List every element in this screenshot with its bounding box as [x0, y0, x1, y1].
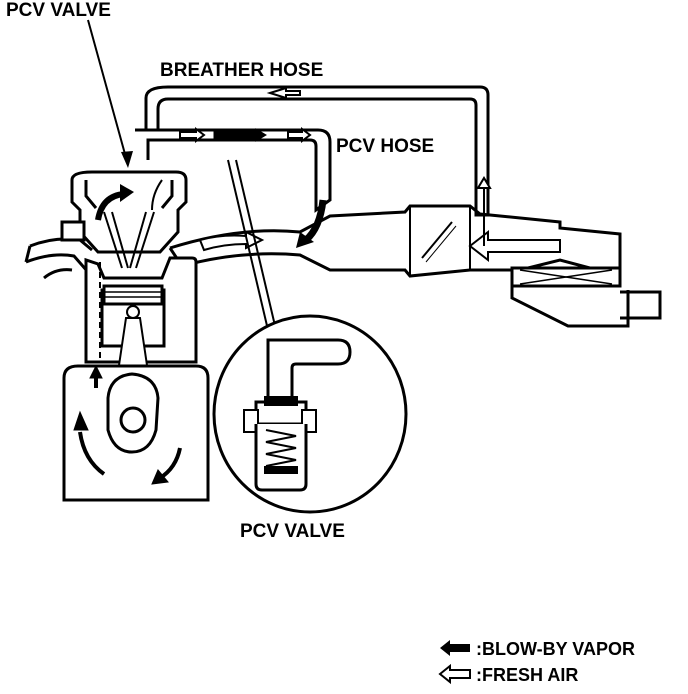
legend-fresh-air-text: :FRESH AIR [476, 665, 578, 685]
blow-by-legend-arrow [440, 640, 470, 656]
callout-line-a [227, 159, 269, 331]
crankcase [62, 364, 210, 502]
fresh-air-arrow-head [151, 179, 163, 211]
blow-by-arrowhead-head [120, 184, 134, 202]
legend-blow-by-text: :BLOW-BY VAPOR [476, 639, 635, 659]
label-pcv-hose: PCV HOSE [336, 136, 434, 157]
engine-block [84, 256, 198, 373]
fresh-air-arrows-intake [198, 176, 561, 263]
callout-line-b [235, 159, 277, 331]
legend-blow-by: :BLOW-BY VAPOR [440, 639, 635, 659]
label-pcv-valve-detail: PCV VALVE [240, 521, 345, 542]
exhaust-manifold [24, 220, 93, 280]
leader-line-pcv-valve [87, 19, 129, 166]
cylinder-head [70, 170, 188, 269]
pcv-hose [135, 127, 332, 213]
blow-by-arrowhead-intake [296, 232, 314, 248]
legend-fresh-air: :FRESH AIR [438, 663, 578, 685]
fresh-air-legend-arrow [438, 663, 471, 685]
air-intake-duct [510, 266, 662, 328]
blow-by-passage [85, 262, 101, 362]
label-pcv-valve-top: PCV VALVE [6, 0, 111, 21]
leader-arrowhead [121, 151, 133, 168]
breather-hose [144, 85, 490, 217]
crankcase-arrows [73, 364, 182, 485]
pcv-valve-detail [212, 314, 408, 514]
label-breather-hose: BREATHER HOSE [160, 60, 323, 81]
